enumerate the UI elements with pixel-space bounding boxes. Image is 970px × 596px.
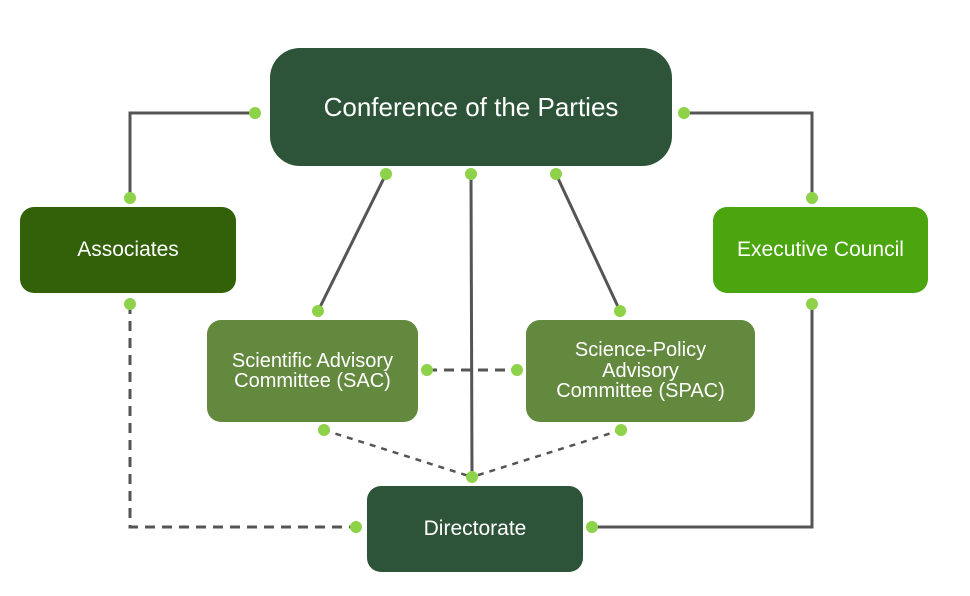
node-label: Science-Policy Advisory Committee (SPAC) [556,339,725,403]
connector-sac-directorate [323,428,473,479]
connector-dot [421,364,433,376]
connector-dot [124,298,136,310]
connector-cop-sac [316,173,388,312]
connector-dot [614,305,626,317]
node-associates: Associates [20,207,236,293]
connector-dot [806,298,818,310]
node-label: Executive Council [737,238,904,262]
connector-associates-directorate [128,304,356,529]
node-science-policy-advisory-committee: Science-Policy Advisory Committee (SPAC) [526,320,755,422]
node-label: Scientific Advisory Committee (SAC) [231,349,394,392]
connector-dot [249,107,261,119]
connector-dot [318,424,330,436]
connector-dot [312,305,324,317]
connector-dot [466,471,478,483]
connector-cop-executive-council [684,111,814,198]
connector-dot [550,168,562,180]
connector-dot [350,521,362,533]
node-label: Directorate [423,517,527,541]
node-label: Conference of the Parties [323,91,619,122]
connector-cop-spac [554,173,622,312]
connector-executive-council-directorate [592,304,814,529]
connector-dot [678,107,690,119]
connector-dot [511,364,523,376]
connector-dot [615,424,627,436]
connector-dot [806,192,818,204]
node-conference-of-the-parties: Conference of the Parties [270,48,672,166]
connector-dot [465,168,477,180]
connector-cop-associates [128,111,255,198]
node-directorate: Directorate [367,486,583,572]
connector-spac-directorate [471,428,622,479]
connector-dot [380,168,392,180]
connector-cop-directorate [469,173,474,478]
node-scientific-advisory-committee: Scientific Advisory Committee (SAC) [207,320,418,422]
node-executive-council: Executive Council [713,207,928,293]
connector-dot [586,521,598,533]
connector-dot [124,192,136,204]
node-label: Associates [77,238,179,262]
